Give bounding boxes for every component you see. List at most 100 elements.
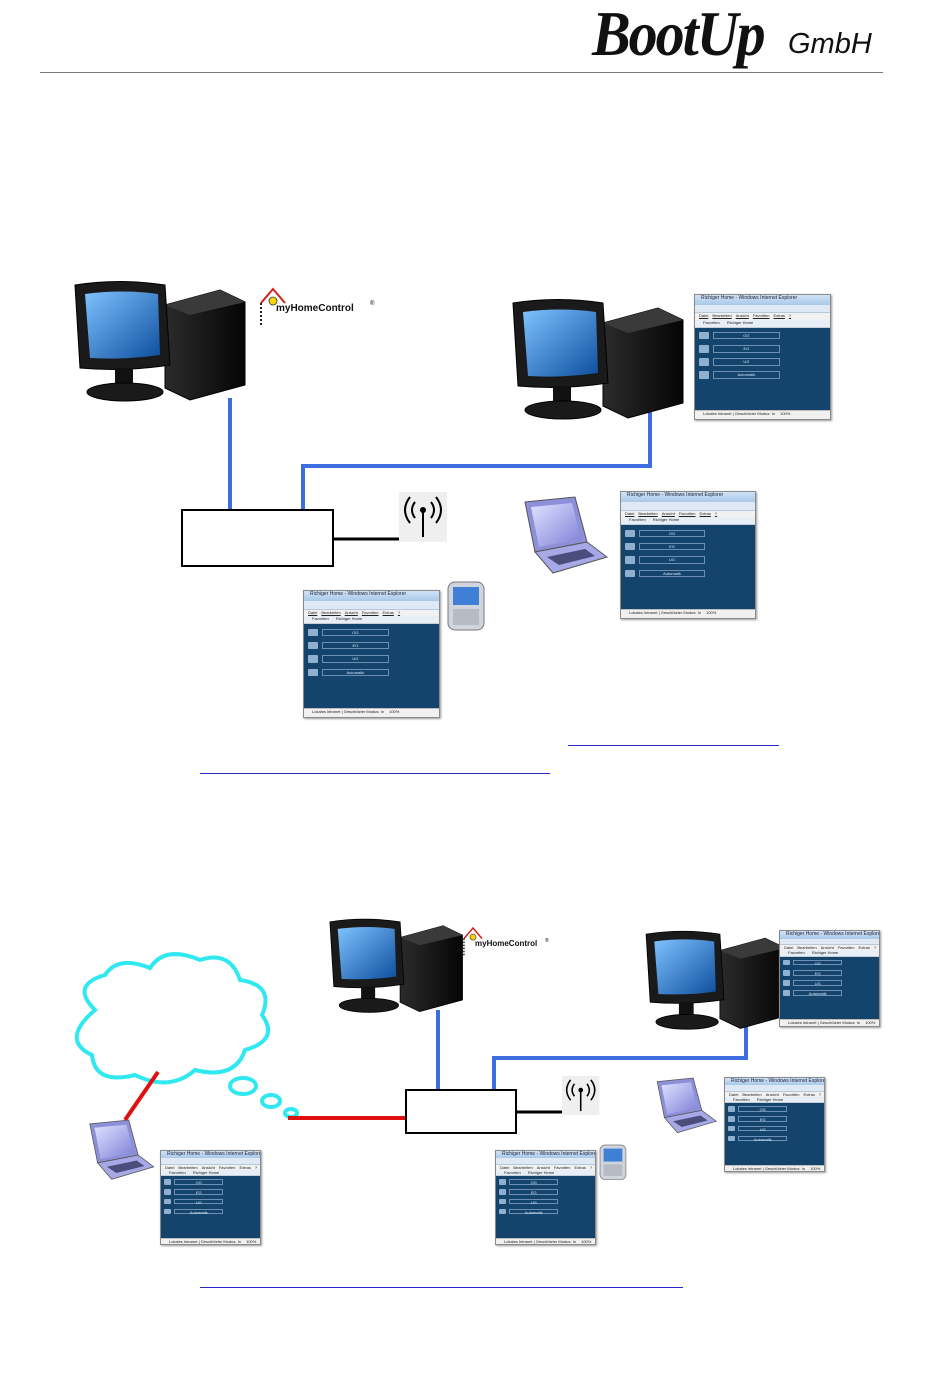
browser-menu-item: Ansicht — [661, 510, 675, 516]
wan-cable-remote — [123, 1070, 160, 1122]
browser-menu-item: Ansicht — [765, 1092, 779, 1097]
floor-row: Automatik — [308, 668, 390, 676]
bootup-logo: BootUp GmbH — [592, 0, 872, 72]
browser-menu-item: Ansicht — [201, 1165, 215, 1170]
floor-button: OG — [509, 1179, 559, 1185]
floor-row: UG — [782, 979, 843, 986]
browser-content: OG EG UG Automatik — [496, 1176, 595, 1237]
tab-label: Richiger Home — [192, 1169, 220, 1175]
floor-icon — [308, 628, 318, 637]
floor-icon — [498, 1179, 507, 1185]
status-text: Lokales Intranet | Geschützter Modus: In — [504, 1238, 576, 1244]
zoom-level: 100% — [581, 1238, 592, 1244]
browser-favorites-bar: Favoriten Richiger Home — [780, 950, 879, 957]
favorites-label: Favoriten — [629, 516, 646, 522]
laptop-icon-2 — [656, 1077, 717, 1134]
floor-icon — [699, 358, 709, 366]
browser-address-bar — [780, 938, 879, 946]
registered-mark-2: ® — [545, 938, 549, 944]
logo-company-suffix: GmbH — [788, 28, 872, 60]
favorites-label: Favoriten — [504, 1169, 521, 1175]
tab-label: Richiger Home — [527, 1169, 555, 1175]
lan-cables-2 — [436, 1010, 748, 1090]
browser-menu-item: Favoriten — [218, 1165, 236, 1170]
favorites-label: Favoriten — [169, 1169, 186, 1175]
floor-row: EG — [625, 542, 706, 551]
tab-label: Richiger Home — [652, 516, 680, 522]
floor-button: OG — [793, 959, 843, 966]
floor-icon — [163, 1189, 172, 1195]
browser-window-thumbnail: Richiger Home - Windows Internet Explore… — [620, 491, 756, 619]
browser-status-bar: Lokales Intranet | Geschützter Modus: In… — [621, 608, 755, 618]
status-text: Lokales Intranet | Geschützter Modus: In — [733, 1165, 805, 1171]
browser-menu-item: Extras — [858, 945, 870, 951]
browser-status-bar: Lokales Intranet | Geschützter Modus: In… — [725, 1164, 824, 1171]
floor-row: EG — [727, 1116, 788, 1122]
favorites-label: Favoriten — [788, 950, 805, 956]
browser-menu-item: Bearbeiten — [178, 1165, 198, 1170]
header-divider — [40, 72, 883, 73]
floor-button: UG — [638, 556, 706, 564]
tab-label: Richiger Home — [726, 319, 754, 325]
browser-menu-item: ? — [589, 1165, 593, 1170]
floor-button: OG — [738, 1106, 788, 1112]
hyperlink-underline-1[interactable] — [568, 745, 779, 746]
browser-favorites-bar: Favoriten Richiger Home — [161, 1169, 260, 1177]
floor-button: UG — [321, 655, 390, 663]
browser-favorites-bar: Favoriten Richiger Home — [496, 1169, 595, 1177]
browser-address-bar — [496, 1158, 595, 1166]
status-text: Lokales Intranet | Geschützter Modus: In — [788, 1020, 860, 1026]
floor-row: UG — [727, 1125, 788, 1132]
client-computer-icon — [512, 299, 684, 420]
floor-button: Automatik — [509, 1208, 559, 1215]
browser-window-thumbnail: Richiger Home - Windows Internet Explore… — [724, 1077, 825, 1172]
server-computer-icon — [74, 281, 246, 402]
favorites-label: Favoriten — [733, 1096, 750, 1102]
browser-favorites-bar: Favoriten Richiger Home — [304, 615, 439, 625]
router-box-2 — [405, 1089, 517, 1134]
browser-address-bar — [304, 601, 439, 610]
floor-button: Automatik — [712, 371, 781, 379]
floor-row: OG — [727, 1106, 788, 1112]
browser-status-bar: Lokales Intranet | Geschützter Modus: In… — [304, 707, 439, 717]
floor-button: OG — [321, 628, 390, 637]
browser-menu-item: ? — [788, 313, 792, 319]
zoom-level: 100% — [865, 1020, 876, 1026]
floor-icon — [782, 969, 791, 976]
browser-favorites-bar: Favoriten Richiger Home — [725, 1096, 824, 1104]
floor-row: UG — [163, 1198, 224, 1205]
browser-title: Richiger Home - Windows Internet Explore… — [304, 591, 439, 602]
floor-icon — [308, 641, 318, 650]
floor-icon — [625, 529, 635, 538]
house-bulb-icon-2 — [463, 926, 483, 957]
browser-content: OG EG UG Automatik — [725, 1103, 824, 1164]
floor-button: EG — [321, 641, 390, 650]
browser-menu-item: Datei — [165, 1165, 175, 1170]
browser-title: Richiger Home - Windows Internet Explore… — [725, 1078, 824, 1086]
floor-row: EG — [699, 345, 781, 353]
browser-menu-item: Extras — [699, 510, 711, 516]
floor-button: UG — [712, 358, 781, 366]
browser-menu-item: Datei — [784, 945, 794, 951]
browser-menu-item: Bearbeiten — [797, 945, 817, 951]
floor-button: Automatik — [738, 1135, 788, 1142]
floor-row: Automatik — [782, 989, 843, 996]
floor-button: OG — [638, 529, 706, 538]
floor-row: EG — [308, 641, 390, 650]
floor-icon — [625, 556, 635, 564]
floor-button: UG — [793, 979, 843, 986]
browser-menu-item: Extras — [773, 313, 785, 319]
browser-menu-item: ? — [714, 510, 718, 516]
browser-menu-item: Ansicht — [344, 609, 358, 615]
floor-button: UG — [738, 1125, 788, 1132]
hyperlink-underline-2[interactable] — [200, 773, 550, 774]
floor-icon — [498, 1208, 507, 1215]
browser-menu-item: Datei — [729, 1092, 739, 1097]
browser-content: OG EG UG Automatik — [161, 1176, 260, 1237]
floor-row: OG — [308, 628, 390, 637]
browser-menu-item: Bearbeiten — [742, 1092, 762, 1097]
floor-icon — [699, 345, 709, 353]
hyperlink-underline-3[interactable] — [200, 1287, 683, 1288]
floor-icon — [498, 1189, 507, 1195]
